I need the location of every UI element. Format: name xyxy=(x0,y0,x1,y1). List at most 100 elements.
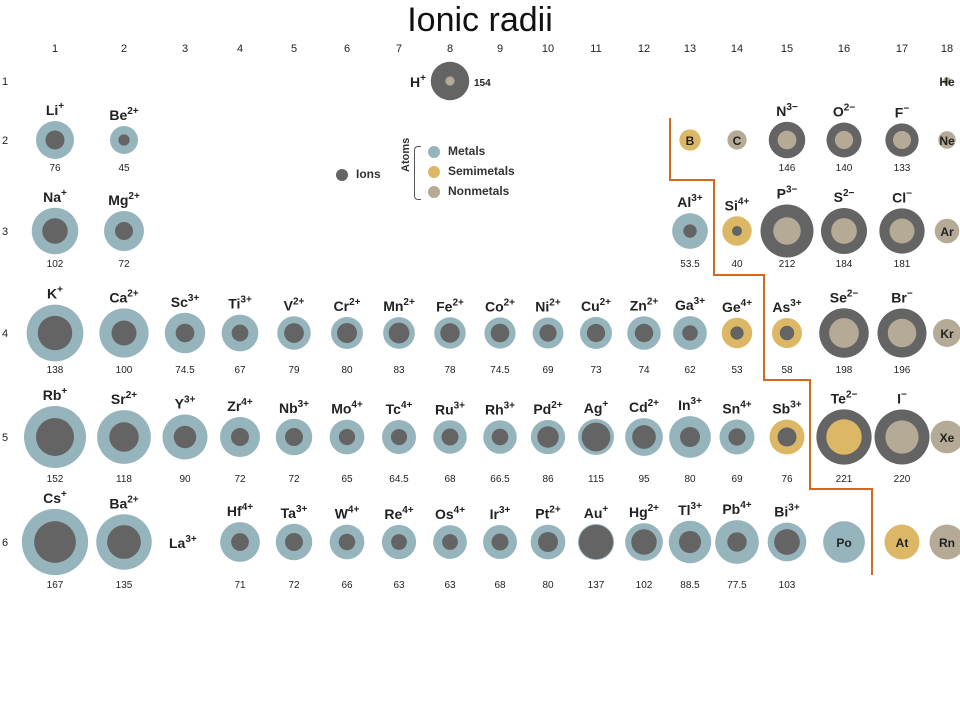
legend: Ions Atoms Metals Semimetals Nonmetals xyxy=(336,138,536,204)
atom-circle xyxy=(831,218,857,244)
ion-circle xyxy=(231,428,249,446)
element-symbol: Ar xyxy=(940,225,954,239)
group-number: 3 xyxy=(182,43,188,55)
element-symbol: Po xyxy=(836,536,851,550)
radius-value: 62 xyxy=(684,365,696,376)
ion-circle xyxy=(37,315,73,351)
ion-circle xyxy=(683,224,697,238)
atom-circle xyxy=(930,420,960,454)
radius-value: 65 xyxy=(341,474,353,485)
group-number: 5 xyxy=(291,43,297,55)
radius-value: 198 xyxy=(836,365,853,376)
radius-value: 72 xyxy=(118,259,130,270)
element-symbol: Li+ xyxy=(46,101,64,118)
ion-circle xyxy=(109,422,139,452)
nonmetal-dot-icon xyxy=(428,185,440,198)
ion-circle xyxy=(728,428,746,446)
atom-circle xyxy=(727,130,747,150)
ion-circle xyxy=(34,521,76,563)
period-number: 3 xyxy=(2,226,8,238)
ion-circle xyxy=(730,326,744,340)
ion-circle xyxy=(107,525,141,559)
legend-ions: Ions xyxy=(336,167,381,181)
ion-circle xyxy=(441,428,459,446)
group-number: 15 xyxy=(781,43,793,55)
metal-nonmetal-boundary xyxy=(669,118,873,575)
atom-circle xyxy=(884,524,920,560)
legend-semimetals: Semimetals xyxy=(428,164,515,178)
element-symbol: Pt2+ xyxy=(535,505,561,522)
legend-brace xyxy=(414,146,421,200)
element-symbol: Os4+ xyxy=(435,505,465,522)
element-symbol: F− xyxy=(895,103,910,120)
element-symbol: Fe2+ xyxy=(436,297,464,314)
element-symbol: Na+ xyxy=(43,188,67,205)
radius-value: 88.5 xyxy=(680,580,700,591)
group-number: 14 xyxy=(731,43,743,55)
group-number: 11 xyxy=(590,43,601,55)
ion-circle xyxy=(678,530,702,554)
ion-dot-icon xyxy=(336,168,348,181)
element-symbol: B xyxy=(686,134,695,148)
element-symbol: Ag+ xyxy=(584,399,609,416)
ion-circle xyxy=(539,324,557,342)
group-number: 10 xyxy=(542,43,554,55)
group-number: 17 xyxy=(896,43,908,55)
element-symbol: Mo4+ xyxy=(331,400,363,417)
element-symbol: Kr xyxy=(940,327,954,341)
legend-metals: Metals xyxy=(428,144,485,158)
element-symbol: Br− xyxy=(891,289,913,306)
legend-semimetals-label: Semimetals xyxy=(448,164,515,178)
radius-value: 71 xyxy=(234,580,246,591)
radius-value: 72 xyxy=(288,580,300,591)
radius-value: 74 xyxy=(638,365,650,376)
element-symbol: Cr2+ xyxy=(334,297,361,314)
radius-value: 69 xyxy=(542,365,554,376)
element-symbol: Sb3+ xyxy=(772,400,801,417)
radius-value: 83 xyxy=(393,365,405,376)
radius-value: 72 xyxy=(234,474,246,485)
element-symbol: V2+ xyxy=(284,296,305,313)
element-symbol: Pb4+ xyxy=(722,500,751,517)
ion-circle xyxy=(774,529,800,555)
element-symbol: Te2− xyxy=(831,389,858,406)
element-symbol: Y3+ xyxy=(175,395,196,412)
group-number: 2 xyxy=(121,43,127,55)
legend-nonmetals-label: Nonmetals xyxy=(448,184,510,198)
element-symbol: O2− xyxy=(833,103,855,120)
element-symbol: Re4+ xyxy=(384,505,413,522)
group-number: 7 xyxy=(396,43,402,55)
atom-circle xyxy=(679,129,701,151)
radius-value: 115 xyxy=(588,474,604,485)
radius-value: 212 xyxy=(779,259,796,270)
ion-circle xyxy=(578,524,614,560)
ion-circle xyxy=(338,533,356,551)
ion-circle xyxy=(634,323,654,343)
element-symbol: Be2+ xyxy=(109,106,138,123)
element-symbol: Hf4+ xyxy=(227,502,253,519)
group-number: 12 xyxy=(638,43,650,55)
element-symbol: In3+ xyxy=(678,396,702,413)
element-symbol: H+ xyxy=(410,73,426,90)
element-symbol: Ba2+ xyxy=(109,494,138,511)
radius-value: 67 xyxy=(234,365,246,376)
element-symbol: Tc4+ xyxy=(386,400,413,417)
ion-circle xyxy=(490,323,510,343)
radius-value: 66 xyxy=(341,580,353,591)
element-symbol: S2− xyxy=(834,188,855,205)
ion-circle xyxy=(680,427,700,447)
element-symbol: I− xyxy=(897,390,907,407)
element-symbol: Ne xyxy=(939,134,955,148)
radius-value: 77.5 xyxy=(727,580,747,591)
element-symbol: Sc3+ xyxy=(171,293,200,310)
metal-dot-icon xyxy=(428,145,440,158)
radius-value: 221 xyxy=(836,474,853,485)
radius-value: 100 xyxy=(116,365,133,376)
element-symbol: Zr4+ xyxy=(227,397,253,414)
group-number: 4 xyxy=(237,43,243,55)
radius-value: 86 xyxy=(542,474,554,485)
radius-value: 181 xyxy=(894,259,911,270)
element-symbol: Ca2+ xyxy=(109,288,138,305)
